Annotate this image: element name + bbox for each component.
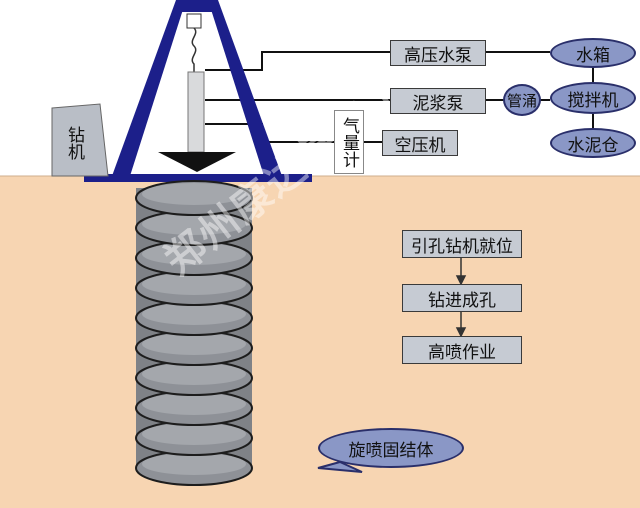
drill-rig-label: 钻机 <box>60 120 88 166</box>
ground <box>0 176 640 508</box>
column-disc-highlight <box>142 423 246 445</box>
drill-head <box>158 152 236 172</box>
jet-grout-body-callout: 旋喷固结体 <box>318 428 464 468</box>
column-disc-highlight <box>142 453 246 475</box>
flow-step-2: 钻进成孔 <box>402 284 522 312</box>
column-disc-highlight <box>142 333 246 355</box>
derrick-tower <box>112 0 282 176</box>
flow-arrows <box>455 258 467 338</box>
drill-rig-housing <box>51 103 109 177</box>
drill-rig-label-text: 钻机 <box>64 126 84 160</box>
column-disc-highlight <box>142 363 246 385</box>
flow-meter-box <box>334 110 364 174</box>
column-disc-highlight <box>142 303 246 325</box>
mud-pump-box: 泥浆泵 <box>390 88 486 114</box>
air-compressor-box: 空压机 <box>382 130 458 156</box>
hoist-rope <box>191 27 197 72</box>
flow-step-3: 高喷作业 <box>402 336 522 364</box>
column-disc-highlight <box>142 273 246 295</box>
jet-grout-column <box>135 180 253 486</box>
callout-pointer <box>317 460 363 473</box>
flow-meter-label-text: 气量计 <box>339 116 359 168</box>
crown-pulley <box>186 13 202 29</box>
column-disc-highlight <box>142 243 246 265</box>
flow-step-1: 引孔钻机就位 <box>402 230 522 258</box>
column-disc-highlight <box>142 393 246 415</box>
drill-rod <box>187 71 205 153</box>
cement-silo-oval: 水泥仓 <box>550 128 636 158</box>
flow-meter-label: 气量计 <box>334 112 364 172</box>
column-disc-highlight <box>142 183 246 205</box>
water-tank-oval: 水箱 <box>550 38 636 68</box>
mixer-oval: 搅拌机 <box>550 82 636 114</box>
high-pressure-pump-box: 高压水泵 <box>390 40 486 66</box>
pipe-oval: 管涌 <box>503 84 541 116</box>
column-disc-highlight <box>142 213 246 235</box>
rig-base-beam <box>84 174 312 182</box>
